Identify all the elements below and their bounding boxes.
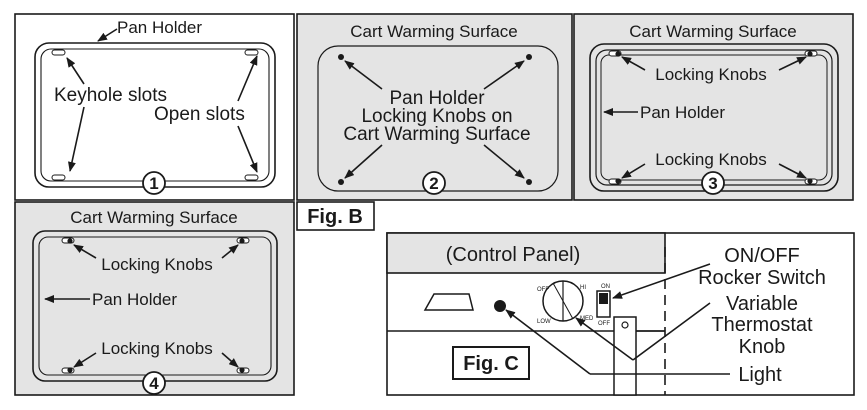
locking-knob (526, 179, 532, 185)
arrow (344, 144, 383, 179)
fig-c-label: Fig. C (463, 353, 519, 375)
light-indicator (494, 300, 506, 312)
open-slots-label: Open slots (154, 104, 245, 125)
panel-3: Cart Warming Surface Locking Knobs Pan H… (573, 13, 854, 201)
locking-knobs-label: Locking Knobs (655, 65, 767, 84)
panel-title: Cart Warming Surface (70, 208, 238, 227)
light-label: Light (738, 364, 782, 386)
open-slot (244, 174, 259, 181)
locking-knob (239, 238, 245, 244)
on-off-label: ON/OFF (724, 245, 800, 267)
pan-holder-label: Pan Holder (640, 103, 725, 122)
step-number-badge (142, 371, 166, 395)
fig-b-label: Fig. B (307, 206, 363, 228)
panel-1: Pan Holder Keyhole slots Open slots 1 (14, 13, 295, 201)
variable-label: Variable (726, 293, 798, 315)
step-number-badge (422, 171, 446, 195)
arrow (483, 144, 525, 179)
switch-off-label: OFF (598, 321, 610, 327)
center-label-3: Cart Warming Surface (343, 124, 530, 145)
fig-b-box (296, 201, 375, 231)
thermostat-label: Thermostat (711, 314, 813, 336)
step-number: 2 (429, 174, 438, 193)
arrow (778, 163, 807, 179)
open-slot (244, 49, 259, 56)
step-number-badge (701, 171, 725, 195)
locking-knobs-label: Locking Knobs (101, 255, 213, 274)
arrow (221, 244, 239, 259)
step-number: 1 (149, 174, 158, 193)
arrow (621, 56, 646, 71)
locking-knob (615, 51, 621, 57)
control-panel-figure: (Control Panel) OFF LOW HI MED ON OFF Fi (386, 232, 855, 396)
arrow (68, 106, 85, 172)
arrow (575, 317, 634, 361)
arrow (73, 244, 97, 259)
arrow (97, 28, 118, 42)
locking-knob (338, 54, 344, 60)
dial-med-label: MED (580, 316, 594, 322)
panel-2-frame (296, 13, 573, 201)
arrow (344, 60, 383, 90)
panel-title: Cart Warming Surface (629, 22, 797, 41)
locking-knob (239, 367, 245, 373)
keyhole-slot (51, 49, 66, 56)
arrow (612, 263, 711, 299)
step-number: 4 (149, 374, 159, 393)
locking-knob (67, 367, 73, 373)
pan-holder-label: Pan Holder (117, 18, 202, 37)
locking-knob (338, 179, 344, 185)
arrow (73, 352, 97, 368)
locking-knob (67, 238, 73, 244)
keyhole-slot (51, 174, 66, 181)
keyhole-slots-label: Keyhole slots (54, 85, 167, 106)
center-label-2: Locking Knobs on (361, 106, 512, 127)
center-label-1: Pan Holder (389, 88, 485, 109)
thermostat-knob-icon: OFF LOW HI MED (537, 280, 594, 325)
rocker-switch-icon: ON OFF (596, 284, 611, 327)
side-bracket (613, 316, 637, 396)
panel-1-frame (14, 13, 295, 201)
leader-line (632, 302, 711, 361)
control-panel-header (386, 232, 666, 274)
handle-icon (423, 293, 474, 311)
pan-holder-label: Pan Holder (92, 290, 177, 309)
arrow (778, 56, 807, 71)
arrow (66, 57, 85, 85)
locking-knob (807, 51, 813, 57)
locking-knob (615, 178, 621, 184)
arrow (237, 125, 258, 173)
arrow (621, 163, 646, 179)
locking-knobs-label: Locking Knobs (655, 150, 767, 169)
locking-knob (526, 54, 532, 60)
arrow (221, 352, 239, 368)
dial-off-label: OFF (537, 287, 549, 293)
dial-low-label: LOW (537, 319, 551, 325)
step-number-badge (142, 171, 166, 195)
fig-c-box (452, 346, 530, 380)
panel-4: Cart Warming Surface Locking Knobs Pan H… (14, 201, 295, 396)
rocker-switch-label: Rocker Switch (698, 267, 826, 289)
screw-icon (621, 321, 629, 329)
arrow (237, 55, 258, 102)
locking-knobs-label: Locking Knobs (101, 339, 213, 358)
arrow (505, 309, 591, 375)
panel-2: Cart Warming Surface Pan Holder Locking … (296, 13, 573, 201)
control-panel-title: (Control Panel) (446, 244, 581, 266)
locking-knob (807, 178, 813, 184)
knob-label: Knob (739, 336, 786, 358)
dial-hi-label: HI (580, 285, 586, 291)
step-number: 3 (708, 174, 717, 193)
panel-title: Cart Warming Surface (350, 22, 518, 41)
switch-on-label: ON (601, 284, 610, 290)
arrow (483, 60, 525, 90)
